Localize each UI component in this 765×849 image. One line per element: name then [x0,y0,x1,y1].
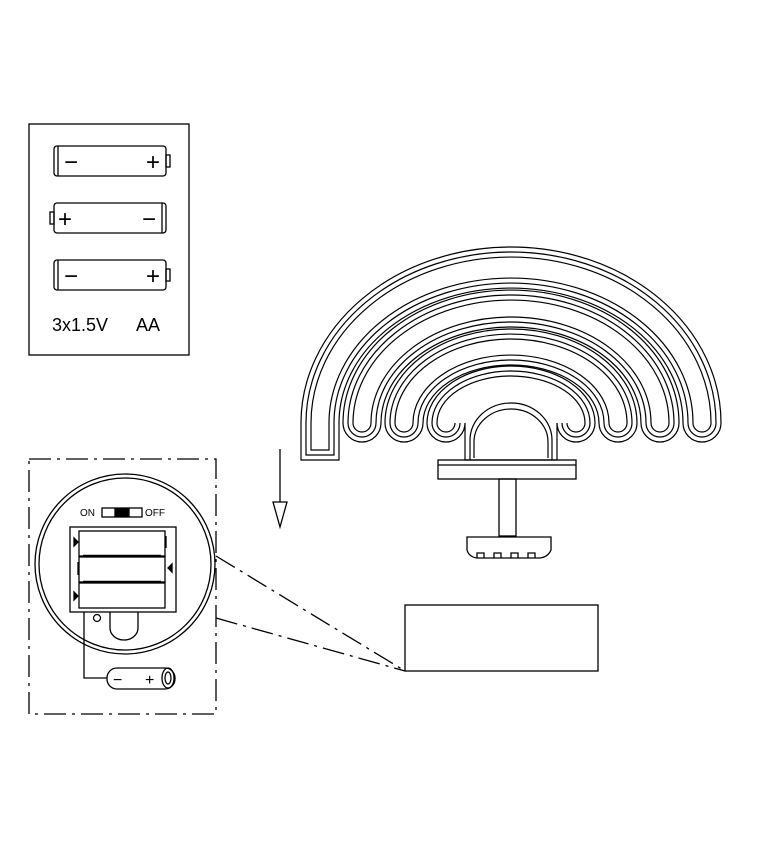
loose-battery-pole-right: + [145,672,154,689]
battery-pole-right: − [142,206,156,233]
holder-contact-icon [167,562,173,574]
battery-spec-label: 3x1.5V [52,315,108,335]
stand-foot-notches [476,552,536,558]
loose-battery-body [106,667,176,690]
rainbow-band-outer [300,246,722,461]
stand-post [498,478,517,537]
rainbow-inner-dome-inline [473,408,549,458]
power-switch[interactable]: ON OFF [80,507,165,519]
holder-spring [77,536,167,575]
rainbow-band-3-core [394,338,628,433]
rainbow-band-inner-inline [431,370,591,438]
loose-battery-pole-left: − [113,672,122,689]
switch-on-label: ON [80,508,95,519]
lamp-stand [437,459,577,559]
stand-base-foot [466,536,552,559]
stand-top-plate [437,459,577,480]
holder-contact-icon [73,590,79,602]
holder-contact-icon [73,536,79,548]
loose-battery: − + [106,667,176,690]
battery-terminal [49,211,55,225]
detail-frame [28,458,217,715]
rainbow-band-3 [384,328,638,443]
rainbow-band-inner-core [436,375,586,433]
compartment-cover-circle [34,473,216,655]
cover-latch-tab [109,612,139,641]
rainbow-band-inner [426,365,596,461]
battery-spec-panel: − + + − − + 3x1.5V AA [28,123,190,356]
screw-hole-icon [92,613,102,623]
battery-terminal [165,268,171,282]
battery-cell-3: − + [53,259,171,291]
battery-pole-left: + [58,206,72,233]
battery-panel-frame [28,123,190,356]
holder-slot-2 [78,556,166,583]
battery-compartment-detail: ON OFF − + [28,458,217,715]
switch-track [101,507,143,518]
battery-type-label: AA [136,315,160,335]
battery-cell-1: − + [53,145,171,177]
battery-pole-left: − [64,149,78,176]
battery-holder-frame [69,526,177,613]
holder-slot-1 [78,530,166,557]
rainbow-band-3-inline [389,333,633,438]
insert-direction-arrow-icon [272,449,288,530]
loose-battery-terminal [164,671,172,685]
battery-pole-left: − [64,263,78,290]
switch-off-label: OFF [145,508,165,519]
rainbow-inner-dome [469,402,553,460]
battery-pole-right: + [146,149,160,176]
battery-cell-2: + − [49,202,167,234]
rainbow-lamp [300,246,722,461]
lamp-base-box [404,604,599,672]
battery-holder [69,526,177,613]
compartment-cover-inner-circle [38,477,212,651]
battery-pole-right: + [146,263,160,290]
rainbow-band-outer-inline [305,251,717,456]
rainbow-band-outer-core [310,256,712,451]
switch-knob[interactable] [114,508,130,517]
rainbow-band-2 [342,289,680,443]
holder-slot-3 [78,582,166,609]
zoom-connector [215,555,406,672]
rainbow-band-2-inline [347,294,675,438]
leader-line [83,612,107,679]
rainbow-band-2-core [352,299,670,433]
battery-terminal [165,154,171,168]
loose-battery-end [161,667,175,689]
